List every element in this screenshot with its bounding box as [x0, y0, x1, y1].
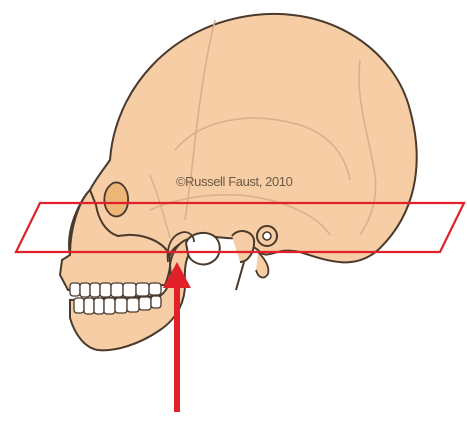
- mandibular-condyle: [186, 233, 220, 265]
- orbit: [104, 182, 128, 216]
- ear-canal-inner: [263, 232, 271, 240]
- up-arrow: [163, 262, 191, 412]
- upper-teeth: [70, 283, 161, 297]
- mastoid-process: [232, 231, 254, 262]
- occipital-condyle: [256, 252, 268, 277]
- copyright-credit: ©Russell Faust, 2010: [176, 174, 293, 189]
- styloid-process: [236, 262, 244, 290]
